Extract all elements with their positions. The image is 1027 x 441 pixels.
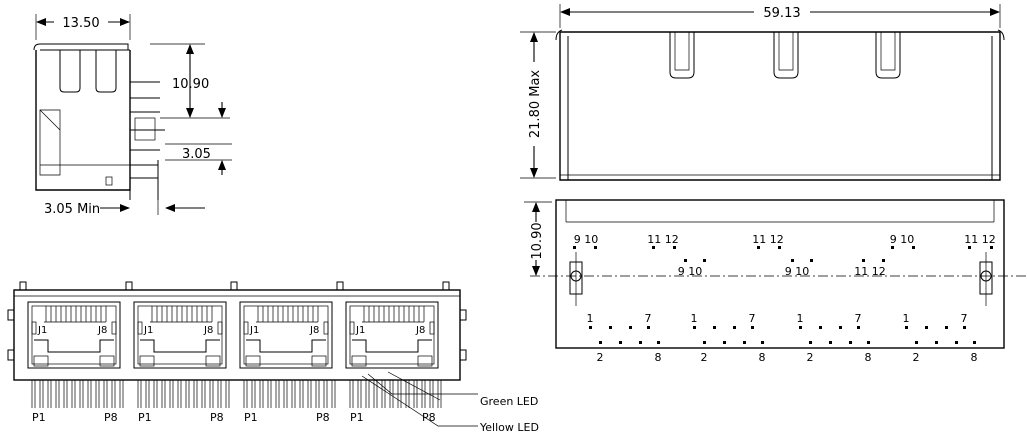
pin-label: 1 [797,312,804,325]
pin-p8-label: P8 [210,411,224,424]
pin-label: 7 [961,312,968,325]
pad-row-even [599,341,976,344]
pin-label: 2 [913,351,920,364]
pin-label: 1 [903,312,910,325]
pin-label: 1 [587,312,594,325]
pin-label: 9 10 [574,233,599,246]
dim-max-label: 21.80 Max [528,70,543,139]
pin-label: 2 [701,351,708,364]
pin-label: 7 [749,312,756,325]
pin-p1-label: P1 [350,411,364,424]
pin-j8-label: J8 [203,325,213,336]
pin-j1-label: J1 [355,325,365,336]
pin-label: 8 [971,351,978,364]
pin-label: 11 12 [964,233,996,246]
dim-width-label: 13.50 [62,16,99,31]
pin-label: 9 10 [890,233,915,246]
pin-label: 8 [865,351,872,364]
dim-length-label: 59.13 [763,6,800,21]
pin-p8-label: P8 [316,411,330,424]
pin-label: 11 12 [752,233,784,246]
pin-j1-label: J1 [143,325,153,336]
pcb-footprint: 10.90 9 10 11 12 11 12 9 10 11 12 9 10 9… [524,199,1027,364]
pin-label: 11 12 [647,233,679,246]
pin-p8-label: P8 [422,411,436,424]
pin-label: 8 [655,351,662,364]
dim-offset-label: 10.90 [530,222,545,259]
pin-label: 7 [645,312,652,325]
pin-label: 8 [759,351,766,364]
pin-label: 2 [807,351,814,364]
pin-label: 11 12 [854,265,886,278]
pin-p1-label: P1 [138,411,152,424]
dim-min-label: 3.05 Min [44,202,100,217]
pin-j8-label: J8 [97,325,107,336]
pin-label: 7 [855,312,862,325]
pin-j1-label: J1 [249,325,259,336]
dim-pin-label: 3.05 [182,147,211,162]
pin-p1-label: P1 [244,411,258,424]
green-led-label: Green LED [480,395,538,408]
dim-height-label: 10.90 [172,77,209,92]
pin-label: 9 10 [678,265,703,278]
yellow-led-label: Yellow LED [479,421,539,434]
pin-label: 2 [597,351,604,364]
pin-j8-label: J8 [309,325,319,336]
top-view: 59.13 21.80 Max [520,4,1005,181]
pad-row-odd [589,326,966,329]
pin-j1-label: J1 [37,325,47,336]
side-view: 13.50 10.90 3.05 3.05 Min [33,14,232,217]
pin-label: 9 10 [785,265,810,278]
pin-p1-label: P1 [32,411,46,424]
pin-j8-label: J8 [415,325,425,336]
pin-label: 1 [691,312,698,325]
pin-p8-label: P8 [104,411,118,424]
